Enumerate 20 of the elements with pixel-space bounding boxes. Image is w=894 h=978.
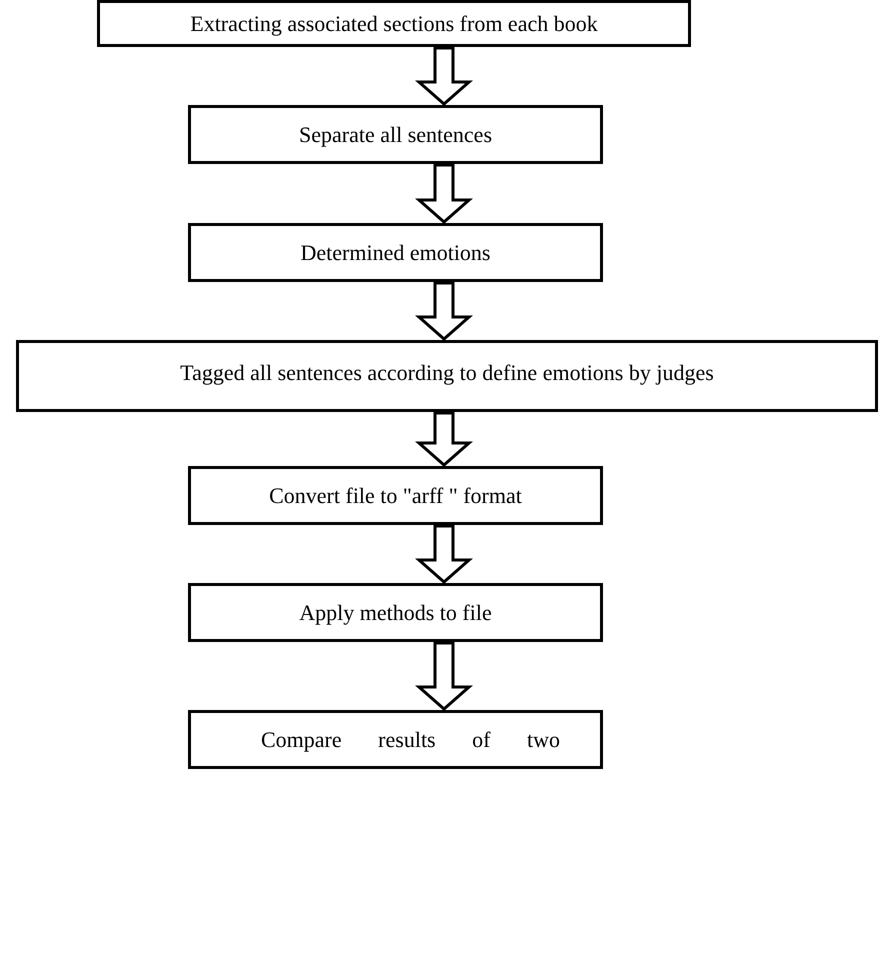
hollow-arrow — [415, 412, 473, 467]
step-text: Apply methods to file — [299, 598, 492, 626]
step-text: Convert file to "arff " format — [269, 482, 522, 510]
step-text: Separate all sentences — [298, 120, 492, 148]
step-text: Determined emotions — [300, 238, 490, 266]
process-box — [188, 466, 603, 525]
process-box — [188, 710, 603, 769]
process-box — [188, 583, 603, 642]
hollow-arrow — [415, 164, 473, 224]
process-box — [188, 105, 603, 164]
step-text: Compare results of two — [261, 726, 560, 754]
step-text: Tagged all sentences according to define emotions by judges — [180, 359, 714, 386]
process-box — [16, 340, 878, 412]
hollow-arrow — [415, 282, 473, 341]
hollow-arrow — [415, 46, 473, 106]
step-text: Extracting associated sections from each book — [190, 10, 598, 38]
hollow-arrow — [415, 524, 473, 584]
process-box — [97, 0, 691, 47]
hollow-arrow — [415, 642, 473, 711]
process-box — [188, 223, 603, 282]
